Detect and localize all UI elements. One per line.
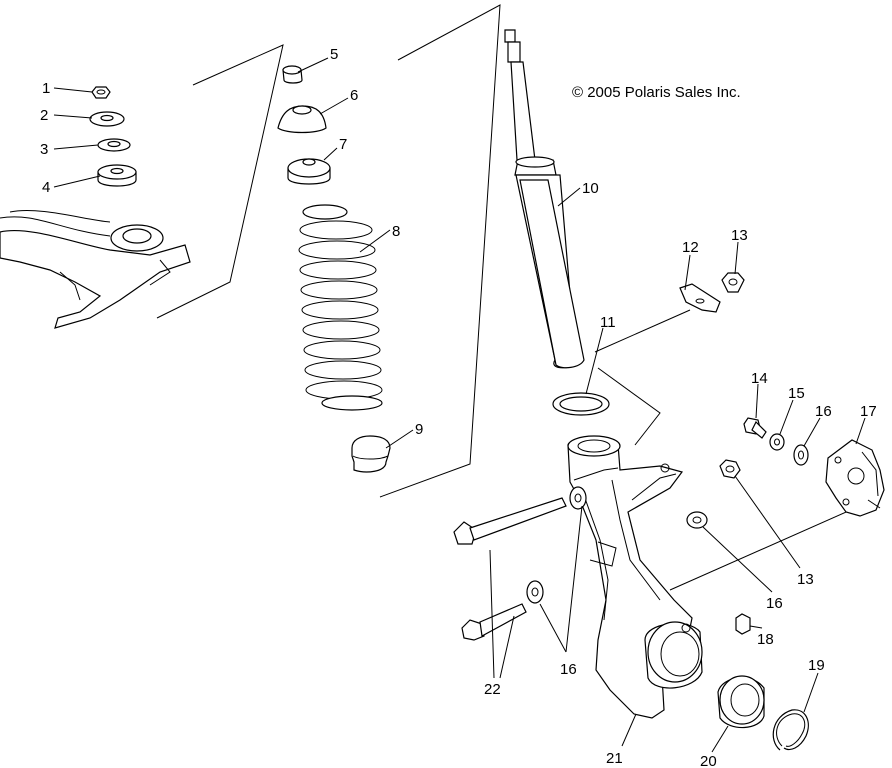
part-13-nut-lower xyxy=(719,459,741,479)
part-22-bolt-upper xyxy=(453,497,567,545)
part-17-brake-caliper xyxy=(825,439,885,517)
callout-19: 19 xyxy=(808,657,825,674)
frame-mount xyxy=(0,210,191,329)
callout-3: 3 xyxy=(40,141,48,158)
part-19-snap-ring xyxy=(772,709,809,751)
part-22-bolt-lower xyxy=(461,603,527,641)
callout-13-upper: 13 xyxy=(731,227,748,244)
part-4-bushing xyxy=(97,164,137,187)
callout-11: 11 xyxy=(600,314,616,331)
part-13-nut-upper xyxy=(721,272,745,293)
callout-13-lower: 13 xyxy=(797,571,814,588)
callout-17: 17 xyxy=(860,403,877,420)
part-12-clip xyxy=(679,283,721,313)
part-21-steering-knuckle xyxy=(567,435,703,719)
callout-21: 21 xyxy=(606,750,623,767)
part-14-bolt xyxy=(743,417,767,439)
part-18-nut xyxy=(735,613,751,635)
callout-16-left: 16 xyxy=(560,661,577,678)
part-10-shock-absorber xyxy=(504,29,585,369)
callout-20: 20 xyxy=(700,753,717,768)
callout-15: 15 xyxy=(788,385,805,402)
part-20-wheel-bearing xyxy=(717,675,765,729)
callout-12: 12 xyxy=(682,239,699,256)
part-11-seal-ring xyxy=(552,392,610,416)
part-7-spring-seat xyxy=(287,158,331,185)
callout-7: 7 xyxy=(339,136,347,153)
assembly-outline-left xyxy=(156,44,284,319)
part-6-spring-retainer xyxy=(277,105,327,134)
alignment-lines xyxy=(594,309,863,591)
callout-1: 1 xyxy=(42,80,50,97)
callout-22: 22 xyxy=(484,681,501,698)
part-16-washer-upper-left xyxy=(569,486,587,510)
callout-16-mid: 16 xyxy=(766,595,783,612)
part-16-washer-right xyxy=(793,444,809,466)
callout-14: 14 xyxy=(751,370,768,387)
callout-4: 4 xyxy=(42,179,50,196)
copyright-notice: © 2005 Polaris Sales Inc. xyxy=(572,84,741,101)
part-8-coil-spring xyxy=(298,204,383,411)
part-16-washer-lower-left xyxy=(526,580,544,604)
part-1-nut xyxy=(91,86,111,99)
callout-6: 6 xyxy=(350,87,358,104)
callout-10: 10 xyxy=(582,180,599,197)
part-15-washer xyxy=(769,433,785,451)
callout-9: 9 xyxy=(415,421,423,438)
assembly-outline-right xyxy=(379,4,501,498)
callout-2: 2 xyxy=(40,107,48,124)
part-3-washer xyxy=(97,138,131,152)
part-9-bump-stop xyxy=(351,435,391,473)
callout-16-right: 16 xyxy=(815,403,832,420)
callout-8: 8 xyxy=(392,223,400,240)
part-2-washer xyxy=(89,111,125,127)
callout-5: 5 xyxy=(330,46,338,63)
callout-18: 18 xyxy=(757,631,774,648)
leader-lines xyxy=(53,57,866,753)
part-16-washer-mid xyxy=(686,511,708,529)
callout-labels: 1 2 3 4 5 6 7 8 9 10 11 12 13 14 15 16 1… xyxy=(40,46,877,768)
part-5-nut xyxy=(282,65,303,84)
